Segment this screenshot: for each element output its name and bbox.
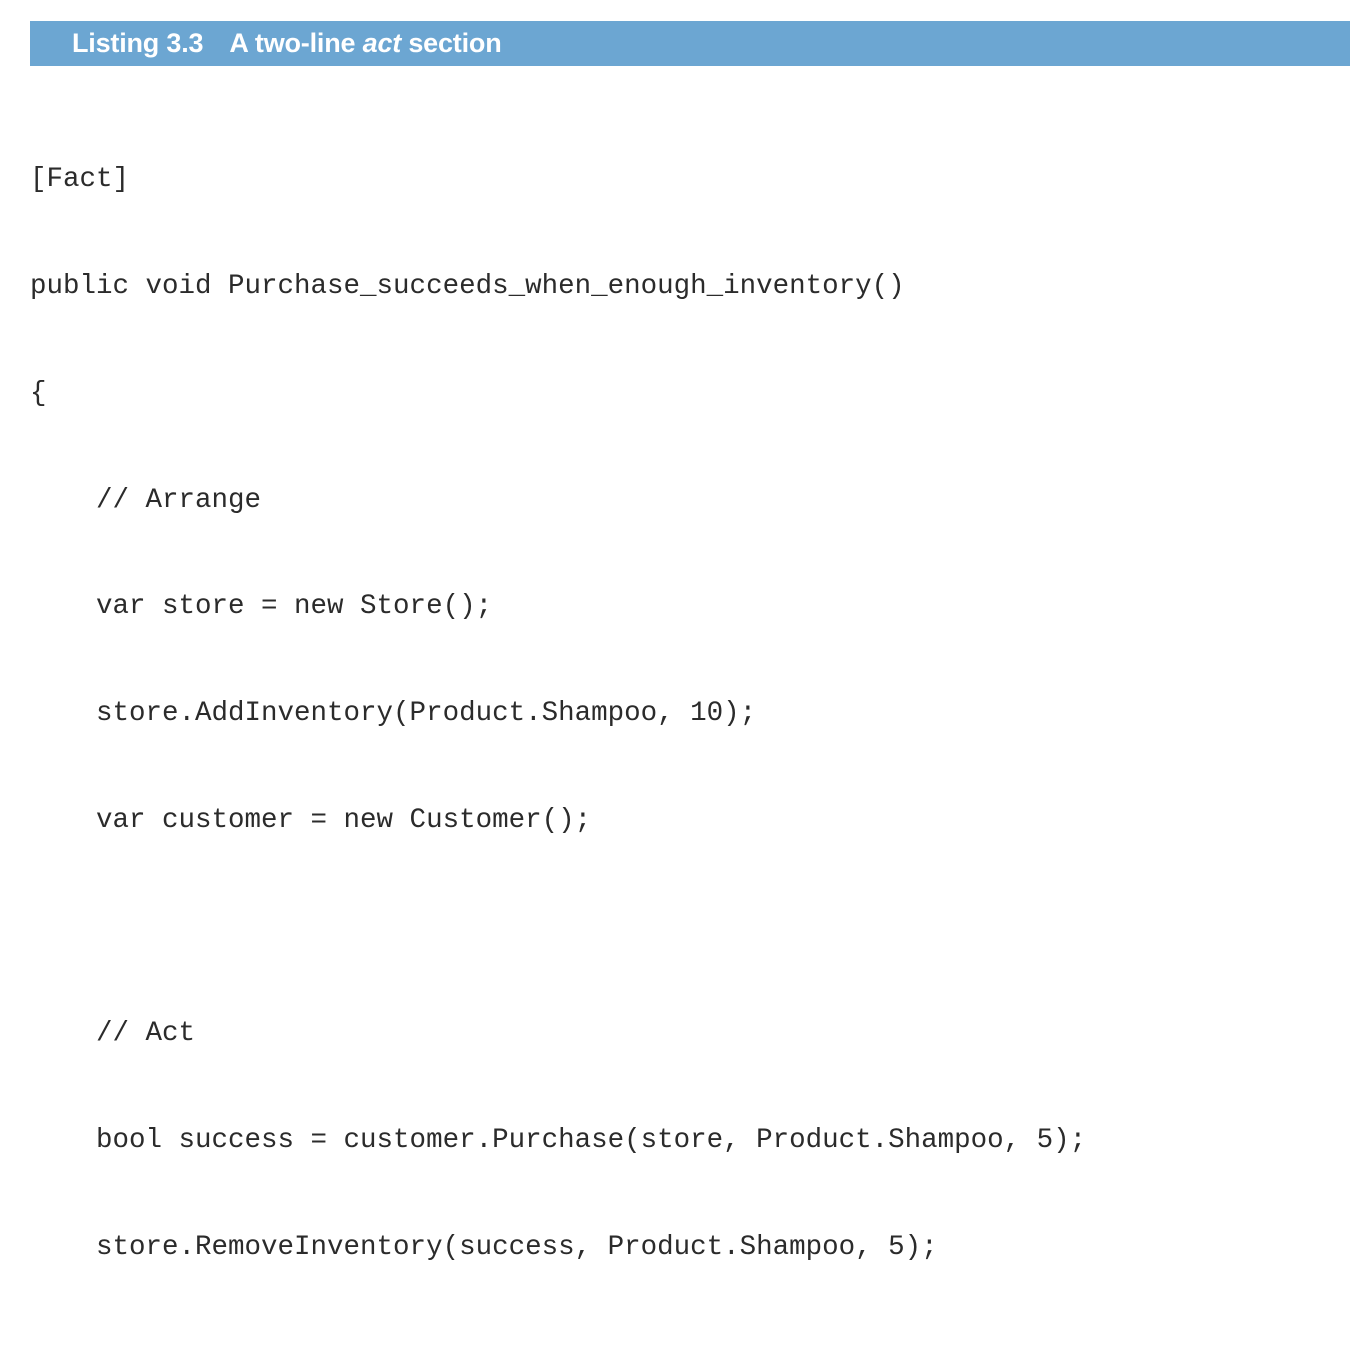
code-line: // Arrange (30, 484, 262, 516)
code-listing-figure: Listing 3.3 A two-line act section [Fact]… (30, 21, 1350, 1263)
listing-caption-bar: Listing 3.3 A two-line act section (30, 21, 1350, 66)
listing-title-part-2: section (401, 28, 502, 58)
code-line: var store = new Store(); (30, 591, 493, 623)
code-line: [Fact] (30, 164, 130, 196)
code-line: var customer = new Customer(); (30, 804, 592, 836)
listing-caption-text: Listing 3.3 A two-line act section (72, 30, 502, 57)
listing-number: Listing 3.3 (72, 28, 204, 58)
listing-title-part-1: A two-line (229, 28, 363, 58)
code-line: public void Purchase_succeeds_when_enoug… (30, 270, 905, 302)
code-line: bool success = customer.Purchase(store, … (30, 1125, 1087, 1157)
code-line: store.RemoveInventory(success, Product.S… (30, 1232, 938, 1263)
code-line: store.AddInventory(Product.Shampoo, 10); (30, 698, 757, 730)
code-line: { (30, 377, 47, 409)
code-block: [Fact] public void Purchase_succeeds_whe… (30, 91, 1350, 1360)
listing-title-emphasis: act (362, 28, 402, 58)
code-line: // Act (30, 1018, 196, 1050)
